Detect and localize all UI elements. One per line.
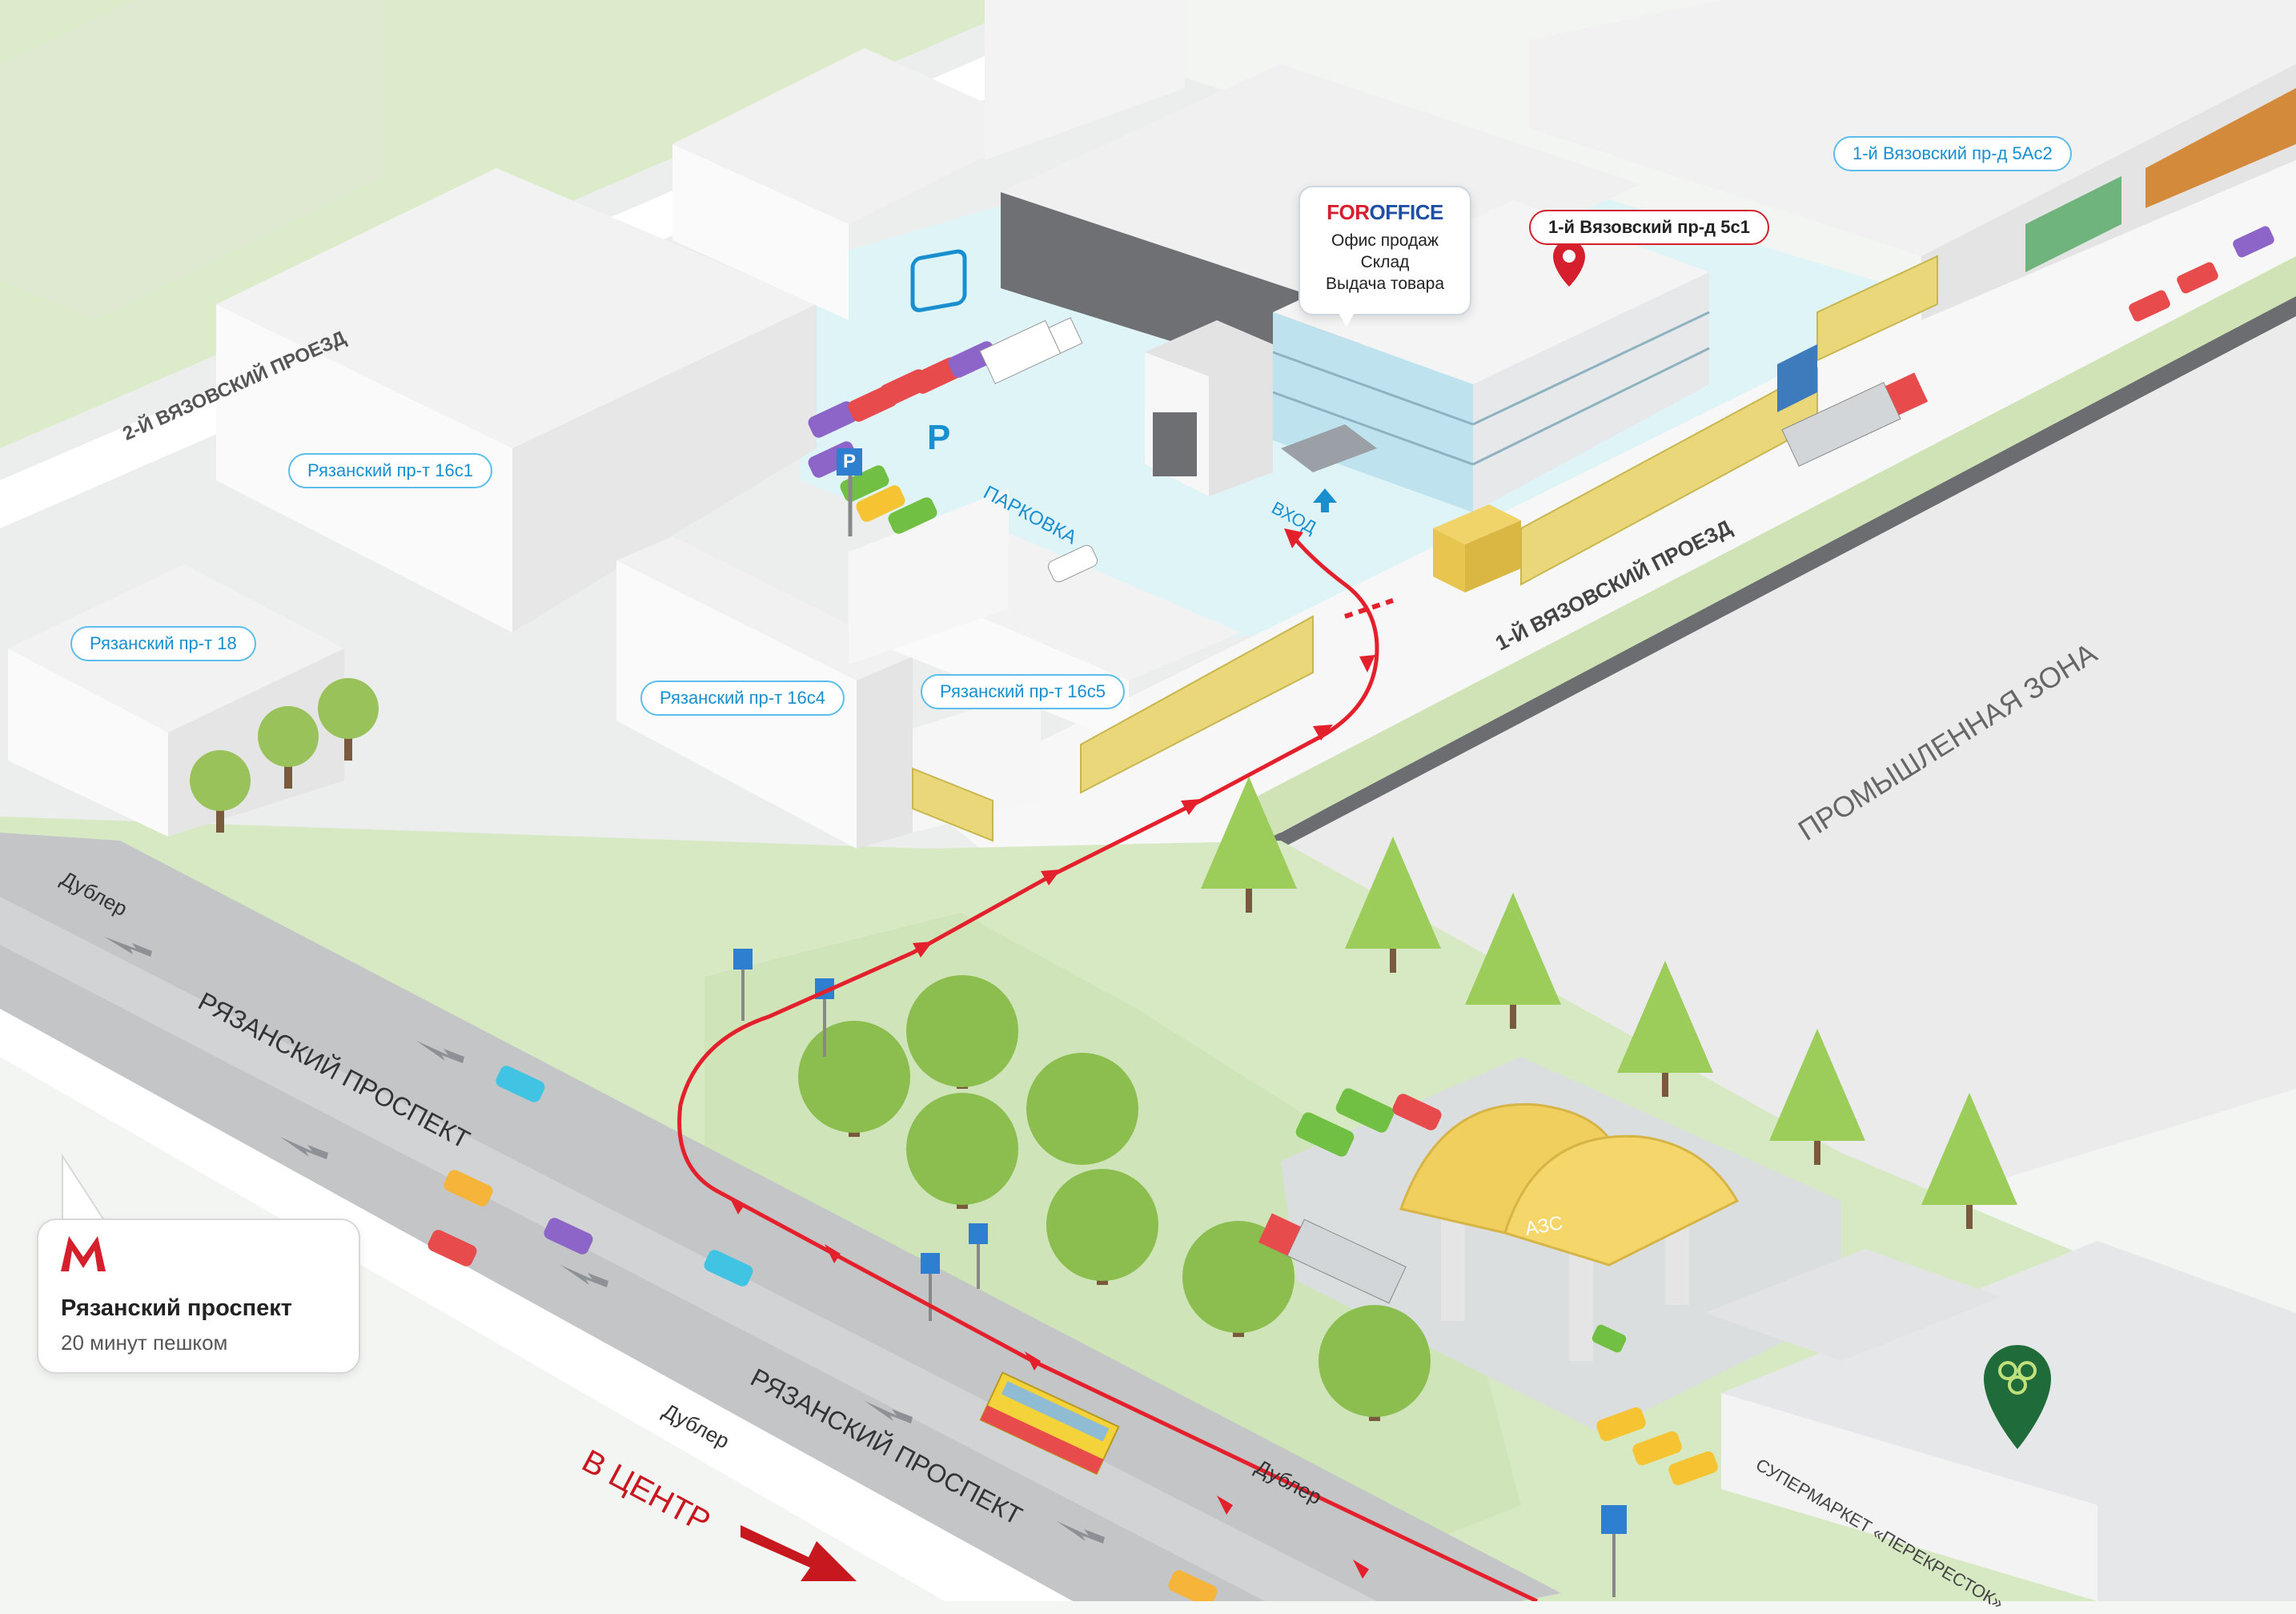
trucks bbox=[979, 317, 1929, 1304]
metro-walk-time: 20 минут пешком bbox=[61, 1331, 228, 1355]
grass-strip-vyazovsky bbox=[1249, 256, 2296, 841]
tree bbox=[1026, 1053, 1138, 1165]
round-trees bbox=[190, 678, 1431, 1421]
blue-gate bbox=[1777, 344, 1817, 412]
gas-station bbox=[1399, 1102, 1740, 1361]
address-pin-label: 1-й Вязовский пр-д 5с1 bbox=[1529, 210, 1769, 245]
green-fence bbox=[2025, 176, 2121, 272]
entrance-arrow-icon bbox=[1313, 488, 1337, 512]
building-label-16c4: Рязанский пр-т 16с4 bbox=[640, 681, 845, 716]
map-pin-icon bbox=[1553, 240, 1585, 287]
conifer-tree bbox=[1201, 777, 1297, 913]
crosswalk-signs bbox=[733, 448, 1627, 1597]
tree bbox=[906, 1093, 1018, 1209]
conifer-tree bbox=[1465, 893, 1561, 1029]
office-building bbox=[1145, 200, 1710, 512]
metro-station-name: Рязанский проспект bbox=[61, 1295, 292, 1321]
building-top-left bbox=[0, 0, 384, 320]
yellow-fences bbox=[912, 255, 1938, 842]
conifer-tree bbox=[1345, 837, 1441, 973]
bubble-tail bbox=[1335, 307, 1358, 327]
cars bbox=[427, 226, 2274, 1601]
checkpoint-booth bbox=[1433, 504, 1521, 592]
metro-card: Рязанский проспект 20 минут пешком bbox=[37, 1219, 360, 1374]
service-pickup: Выдача товара bbox=[1325, 275, 1445, 293]
supermarket-annex bbox=[1705, 1249, 2001, 1361]
industrial-fence bbox=[1265, 296, 2296, 849]
walking-route bbox=[677, 528, 1539, 1601]
logo-right: OFFICE bbox=[1369, 200, 1444, 224]
building-label-16c1: Рязанский пр-т 16с1 bbox=[288, 453, 493, 488]
building-label-18: Рязанский пр-т 18 bbox=[70, 626, 256, 661]
building-top-middle bbox=[672, 0, 1185, 320]
tree bbox=[1046, 1169, 1158, 1285]
service-sales-office: Офис продаж bbox=[1331, 231, 1439, 250]
arrow-right-icon bbox=[741, 1525, 857, 1581]
building-label-5ac2: 1-й Вязовский пр-д 5Ас2 bbox=[1833, 136, 2072, 171]
tree bbox=[190, 750, 251, 833]
metro-m-icon bbox=[61, 1236, 106, 1271]
avenue bbox=[0, 833, 1561, 1601]
orange-fence bbox=[2145, 88, 2296, 208]
bus bbox=[979, 1371, 1120, 1475]
avenue-sidewalk bbox=[0, 1009, 1073, 1601]
parking-symbol: P bbox=[927, 418, 951, 457]
conifer-tree bbox=[1769, 1029, 1865, 1165]
conifer-tree bbox=[1617, 961, 1713, 1097]
company-info-bubble: FOROFFICE Офис продаж Склад Выдача товар… bbox=[1299, 186, 1471, 315]
company-logo: FOROFFICE bbox=[1300, 200, 1470, 225]
tree bbox=[906, 975, 1018, 1089]
parking-icon bbox=[910, 249, 967, 312]
tree bbox=[318, 678, 379, 761]
conifer-trees bbox=[1201, 777, 2017, 1229]
parking-sign: P bbox=[837, 448, 862, 476]
tree bbox=[258, 706, 319, 789]
lane-arrows bbox=[104, 937, 1105, 1544]
perekrestok-pin-icon bbox=[1984, 1345, 2051, 1449]
service-warehouse: Склад bbox=[1360, 253, 1410, 271]
storage-block bbox=[849, 488, 1009, 664]
conifer-tree bbox=[1921, 1093, 2017, 1229]
tree bbox=[1319, 1305, 1431, 1421]
building-label-16c5: Рязанский пр-т 16с5 bbox=[921, 674, 1126, 709]
supermarket-front bbox=[1721, 1393, 2097, 1601]
logo-left: FOR bbox=[1327, 200, 1370, 224]
tree bbox=[1182, 1221, 1295, 1337]
